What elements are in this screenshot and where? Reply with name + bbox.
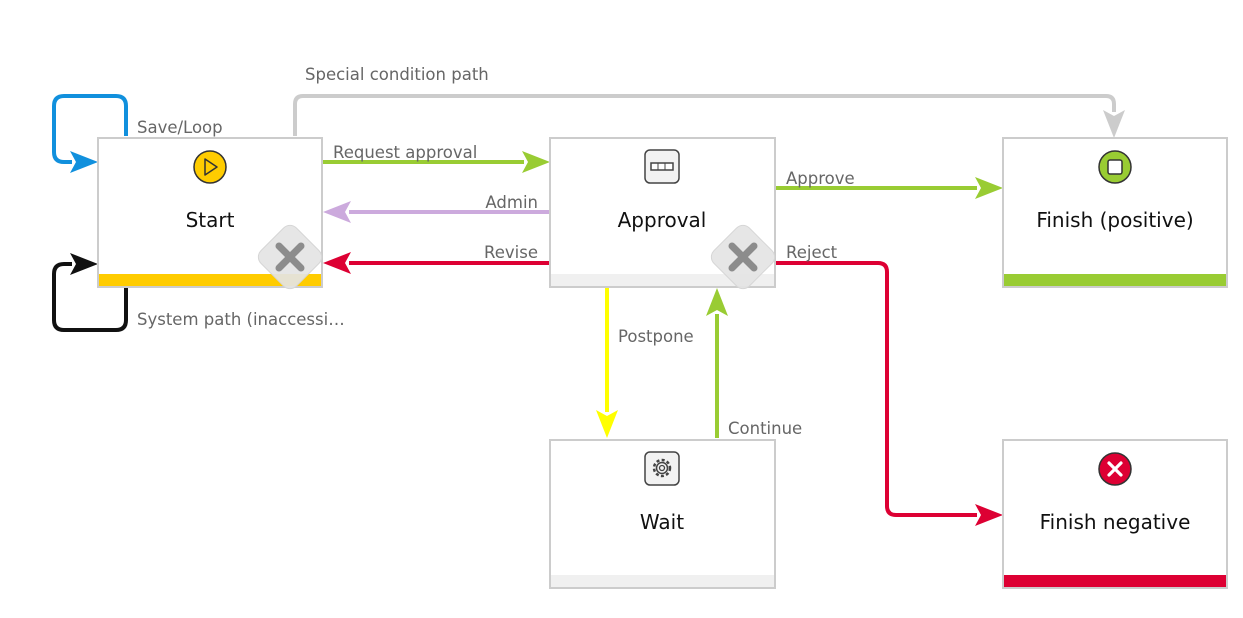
label-admin: Admin [485, 193, 538, 212]
transition-postpone[interactable] [596, 288, 618, 438]
state-label: Wait [640, 510, 684, 534]
label-reject: Reject [786, 243, 838, 262]
label-continue: Continue [728, 419, 802, 438]
state-approval[interactable]: Approval [549, 137, 776, 288]
arrowhead [975, 177, 1003, 199]
label-approve: Approve [786, 169, 855, 188]
state-label: Finish negative [1040, 510, 1191, 534]
form-field-icon [644, 149, 680, 184]
label-special-condition: Special condition path [305, 65, 489, 84]
state-label: Approval [618, 208, 707, 232]
transition-special-condition[interactable] [293, 94, 1125, 138]
state-status-bar [1004, 575, 1226, 587]
state-finish-negative[interactable]: Finish negative [1002, 439, 1228, 589]
arrowhead [596, 410, 618, 438]
transition-save-loop[interactable] [52, 94, 128, 173]
transition-system-path[interactable] [52, 253, 128, 332]
state-status-bar [551, 274, 774, 286]
gear-icon [644, 451, 680, 486]
label-revise: Revise [484, 243, 538, 262]
arrowhead [70, 151, 98, 173]
transition-revise[interactable] [323, 252, 549, 274]
stop-icon [1098, 150, 1132, 184]
transition-continue[interactable] [706, 288, 728, 438]
transition-request-approval[interactable] [323, 151, 550, 173]
arrowhead [706, 288, 728, 316]
label-request-approval: Request approval [333, 143, 477, 162]
label-system-path: System path (inaccessi… [137, 310, 345, 329]
transition-approve[interactable] [776, 177, 1003, 199]
state-status-bar [99, 274, 321, 286]
arrowhead [323, 201, 351, 223]
close-icon [275, 242, 305, 272]
label-postpone: Postpone [618, 327, 694, 346]
play-icon [193, 150, 227, 184]
state-status-bar [551, 575, 774, 587]
state-status-bar [1004, 274, 1226, 286]
state-wait[interactable]: Wait [549, 439, 776, 589]
close-circle-icon [1098, 452, 1132, 486]
close-icon [728, 242, 758, 272]
label-save-loop: Save/Loop [137, 118, 223, 137]
delete-start-button[interactable] [255, 222, 326, 293]
transition-reject[interactable] [776, 261, 1003, 526]
state-label: Start [186, 208, 235, 232]
arrowhead [323, 252, 351, 274]
transition-admin[interactable] [323, 201, 549, 223]
arrowhead [1103, 110, 1125, 138]
state-finish-positive[interactable]: Finish (positive) [1002, 137, 1228, 288]
delete-approval-button[interactable] [708, 222, 779, 293]
arrowhead [522, 151, 550, 173]
arrowhead [975, 504, 1003, 526]
state-label: Finish (positive) [1036, 208, 1193, 232]
arrowhead [70, 253, 98, 275]
